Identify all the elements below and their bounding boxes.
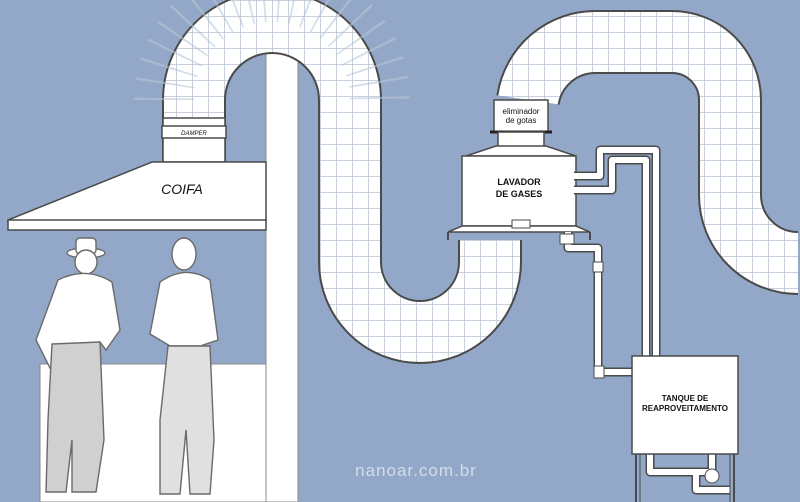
worker-left <box>35 237 121 493</box>
pump-icon <box>704 468 720 484</box>
tank-label-1: TANQUE DE <box>662 394 709 403</box>
gas-scrubber: LAVADOR DE GASES <box>447 145 591 240</box>
watermark: nanoar.com.br <box>355 461 477 480</box>
scrubber-label-2: DE GASES <box>496 189 543 199</box>
reuse-tank: TANQUE DE REAPROVEITAMENTO <box>631 355 739 502</box>
worker-right <box>149 237 219 495</box>
water-piping <box>559 145 730 495</box>
eliminator-label-2: de gotas <box>506 116 537 125</box>
eliminator-label-1: eliminador <box>503 107 540 116</box>
tank-label-2: REAPROVEITAMENTO <box>642 404 728 413</box>
drop-eliminator: eliminador de gotas <box>490 99 552 153</box>
damper-label: DAMPER <box>181 131 207 137</box>
exhaust-hood: COIFA <box>7 161 267 231</box>
damper <box>161 125 227 139</box>
duct-right-segment <box>498 12 800 293</box>
hood-label: COIFA <box>161 181 203 197</box>
building-column <box>265 0 299 502</box>
scrubber-label-1: LAVADOR <box>497 177 541 187</box>
duct-system <box>134 0 800 364</box>
duct-left-segment <box>164 0 520 362</box>
